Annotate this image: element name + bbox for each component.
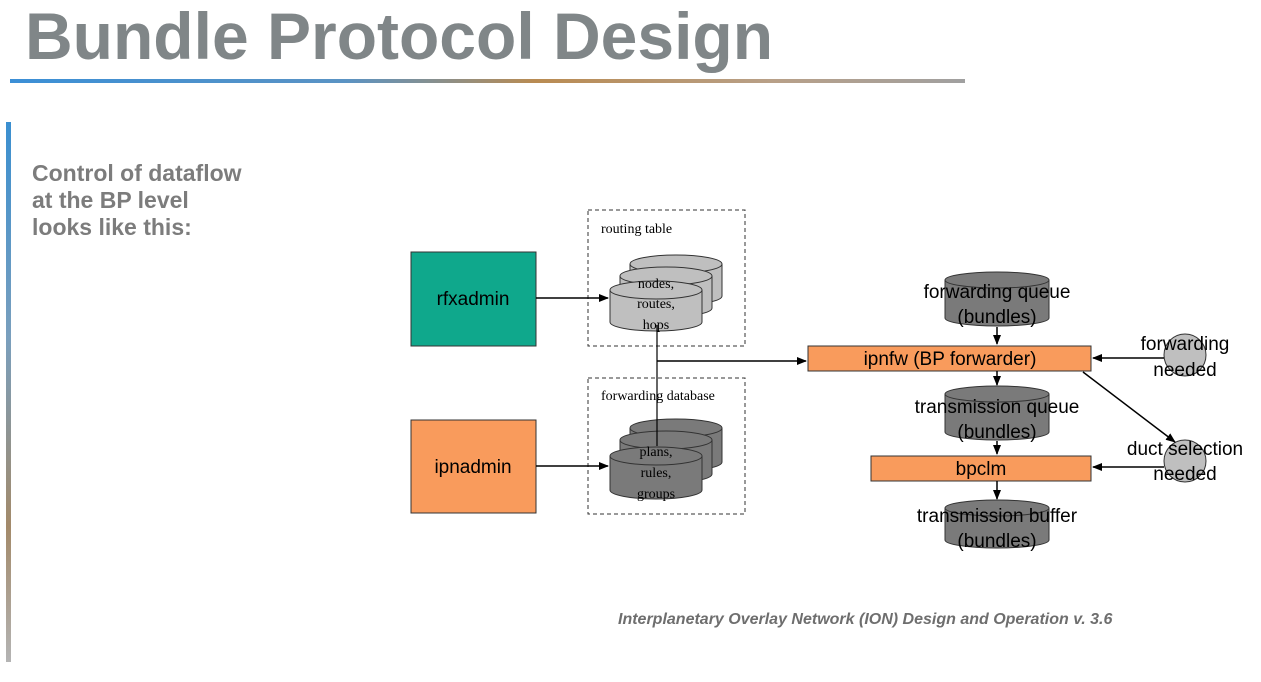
forwarding-database-label: forwarding database bbox=[601, 389, 715, 404]
intro-line-2: at the BP level bbox=[32, 187, 189, 213]
source-caption: Interplanetary Overlay Network (ION) Des… bbox=[618, 611, 1113, 628]
intro-line-1: Control of dataflow bbox=[32, 160, 242, 186]
forwarding-queue-cylinder bbox=[944, 271, 1050, 327]
ipnadmin-box bbox=[410, 419, 537, 514]
forwarding-queue-label-2: (bundles) bbox=[957, 307, 1036, 328]
transmission-buffer-cylinder bbox=[944, 499, 1050, 549]
forwarding-item-plans: plans, bbox=[639, 445, 672, 460]
forwarding-needed-semaphore bbox=[1163, 333, 1207, 377]
ipnfw-to-duct-selection-arrow bbox=[1082, 371, 1176, 443]
ipnadmin-label: ipnadmin bbox=[434, 457, 511, 478]
forwarding-database-cylinders bbox=[609, 418, 723, 500]
forwarding-item-groups: groups bbox=[637, 487, 675, 502]
page-title: Bundle Protocol Design bbox=[25, 0, 774, 73]
intro-line-3: looks like this: bbox=[32, 214, 192, 240]
bpclm-box bbox=[870, 455, 1092, 482]
title-underline bbox=[10, 79, 965, 83]
duct-selection-semaphore bbox=[1163, 439, 1207, 483]
ipnfw-label: ipnfw (BP forwarder) bbox=[864, 349, 1037, 370]
forwarding-queue-label-1: forwarding queue bbox=[924, 282, 1071, 303]
left-accent-bar bbox=[6, 122, 11, 662]
forwarding-database-group bbox=[587, 377, 746, 515]
intro-text: Control of dataflow at the BP level look… bbox=[32, 160, 292, 241]
forwarding-needed-label-2: needed bbox=[1153, 360, 1216, 381]
transmission-buffer-label-2: (bundles) bbox=[957, 531, 1036, 552]
forwarding-needed-label-1: forwarding bbox=[1141, 334, 1230, 355]
routing-item-routes: routes, bbox=[637, 297, 675, 312]
routing-item-hops: hops bbox=[643, 318, 669, 333]
routing-item-nodes: nodes, bbox=[638, 277, 674, 292]
routing-table-group bbox=[587, 209, 746, 347]
routing-table-cylinders bbox=[609, 254, 723, 332]
routing-table-label: routing table bbox=[601, 222, 672, 237]
transmission-queue-label-2: (bundles) bbox=[957, 422, 1036, 443]
transmission-queue-label-1: transmission queue bbox=[915, 397, 1080, 418]
transmission-buffer-label-1: transmission buffer bbox=[917, 506, 1078, 527]
bpclm-label: bpclm bbox=[956, 459, 1007, 480]
rfxadmin-label: rfxadmin bbox=[437, 289, 510, 310]
duct-selection-label-1: duct selection bbox=[1127, 439, 1243, 460]
ipnfw-box bbox=[807, 345, 1092, 372]
duct-selection-label-2: needed bbox=[1153, 464, 1216, 485]
rfxadmin-box bbox=[410, 251, 537, 347]
transmission-queue-cylinder bbox=[944, 385, 1050, 441]
forwarding-item-rules: rules, bbox=[641, 466, 672, 481]
